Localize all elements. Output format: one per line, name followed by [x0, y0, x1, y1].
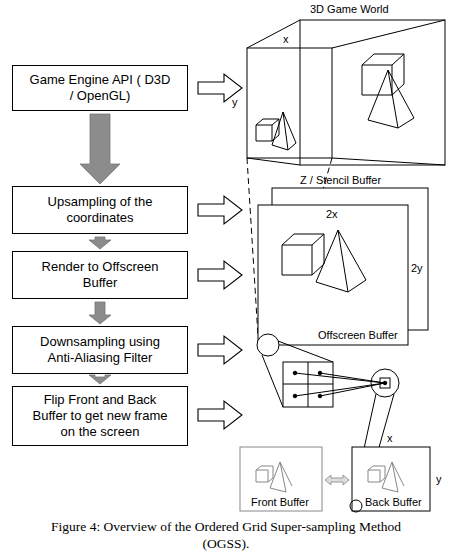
flow-arrow — [89, 375, 111, 384]
box-text: Game Engine API ( D3D / OpenGL) — [27, 72, 173, 104]
figure-label: Front Buffer — [251, 496, 309, 509]
figure-label: y — [436, 473, 442, 486]
process-box: Render to Offscreen Buffer — [12, 251, 188, 299]
flow-arrow — [89, 302, 111, 324]
figure-label: y — [232, 96, 238, 109]
process-box: Game Engine API ( D3D / OpenGL) — [12, 65, 188, 111]
figure-label: x — [387, 432, 393, 445]
process-box: Flip Front and Back Buffer to get new fr… — [12, 386, 188, 446]
offscreen-buffer — [258, 188, 428, 345]
figure-caption: Figure 4: Overview of the Ordered Grid S… — [40, 518, 412, 552]
figure-label: 2x — [326, 208, 338, 221]
process-box: Upsampling of the coordinates — [12, 186, 188, 234]
frame-buffers — [240, 447, 430, 512]
flow-arrow — [89, 237, 111, 249]
box-text: Render to Offscreen Buffer — [27, 259, 173, 291]
box-text: Upsampling of the coordinates — [27, 194, 173, 226]
process-box: Downsampling using Anti-Aliasing Filter — [12, 326, 188, 374]
box-text: Downsampling using Anti-Aliasing Filter — [27, 334, 173, 366]
hollow-arrows — [198, 74, 242, 429]
figure-label: Back Buffer — [365, 496, 422, 509]
figure-label: 3D Game World — [310, 3, 389, 16]
figure-label: Z / Stencil Buffer — [300, 174, 381, 187]
figure-label: Offscreen Buffer — [318, 329, 398, 342]
figure-label: 2y — [411, 262, 423, 275]
figure-label: x — [283, 33, 289, 46]
flow-arrow — [80, 114, 120, 184]
box-text: Flip Front and Back Buffer to get new fr… — [27, 392, 173, 440]
